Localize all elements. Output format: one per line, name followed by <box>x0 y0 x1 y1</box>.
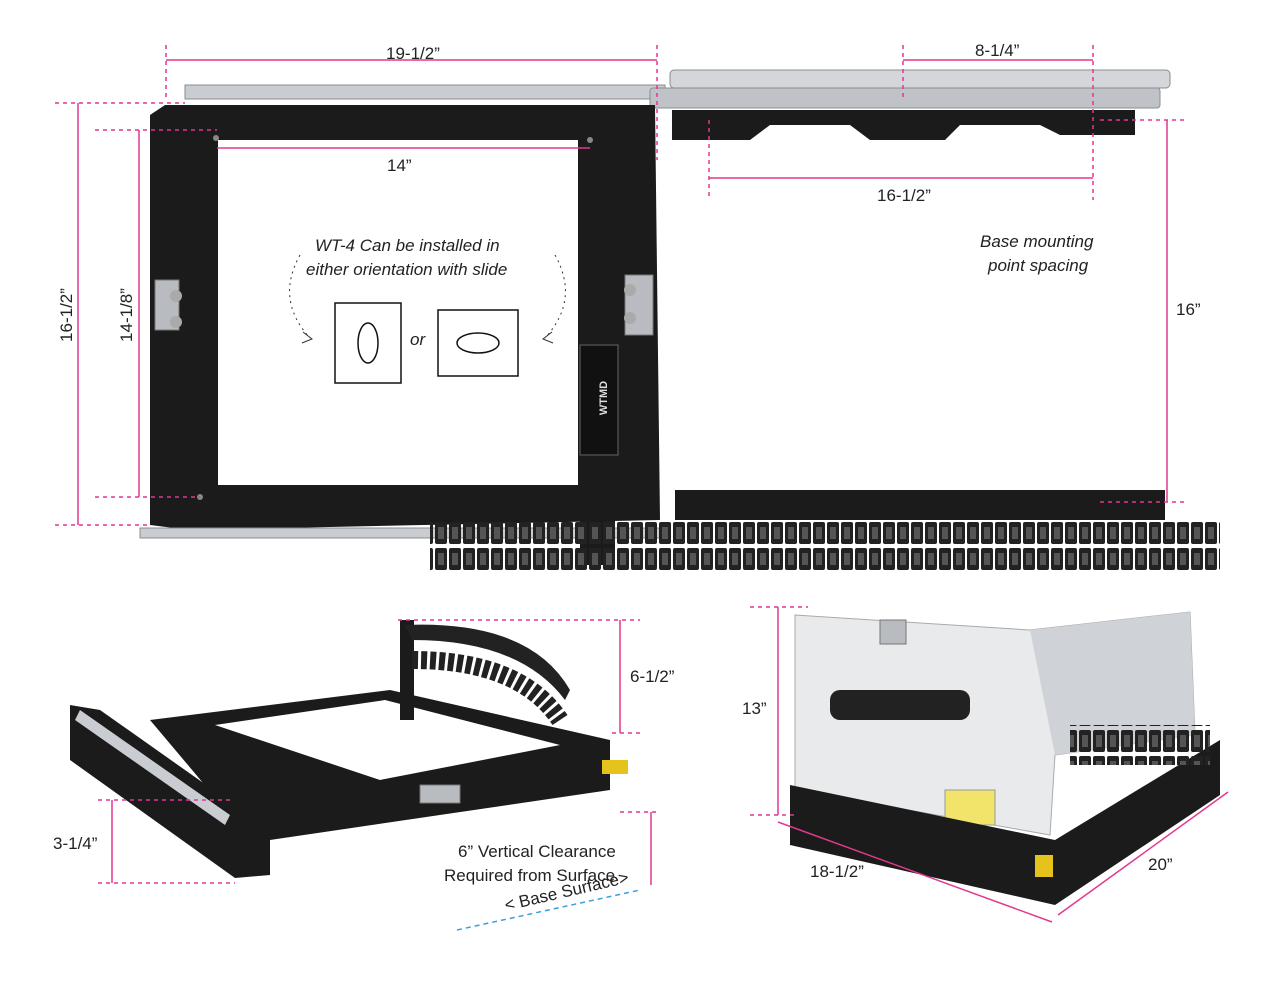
cable-chain-top <box>430 522 1220 570</box>
dimension-label-base-top: 8-1/4” <box>975 41 1020 60</box>
orientation-arrow-left <box>289 254 313 344</box>
dimension-label-installed-depth: 18-1/2” <box>810 862 864 881</box>
installed-base <box>790 725 1220 905</box>
orientation-or-label: or <box>410 330 426 349</box>
dimension-label-upright: 6-1/2” <box>630 667 675 686</box>
dimension-label-inner-height: 14-1/8” <box>116 288 136 342</box>
dimension-label-base-rail: 16-1/2” <box>877 186 931 205</box>
orientation-icon-vertical <box>334 302 402 384</box>
top-rail-slide <box>184 69 1171 109</box>
dimension-label-installed-width: 20” <box>1148 855 1173 874</box>
orientation-arrow-right <box>542 254 566 344</box>
dimension-label-overall-width: 19-1/2” <box>386 44 440 63</box>
base-mounting-note-line2: point spacing <box>988 256 1089 275</box>
clearance-note-line2: Required from Surface <box>444 866 616 885</box>
dimension-label-rail-height: 3-1/4” <box>53 834 98 853</box>
base-surface-line <box>456 889 641 931</box>
base-mounting-note-line1: Base mounting <box>980 232 1094 251</box>
orientation-note-line2: either orientation with slide <box>306 260 508 279</box>
side-view-frame <box>70 690 628 878</box>
dimension-label-overall-height: 16-1/2” <box>56 288 76 342</box>
base-plate-top <box>672 110 1135 140</box>
side-view-upright <box>400 620 570 726</box>
dimension-lines-top <box>55 45 1185 526</box>
dimension-label-installed-height: 13” <box>742 699 767 718</box>
clearance-note-line1: 6” Vertical Clearance <box>458 842 616 861</box>
orientation-note-line1: WT-4 Can be installed in <box>315 236 500 255</box>
bottom-rail-slide <box>139 490 1165 565</box>
dimension-label-base-height: 16” <box>1176 300 1201 319</box>
dimension-label-inner-width: 14” <box>387 156 412 175</box>
orientation-icon-horizontal <box>437 309 519 377</box>
brand-logo-text: WTMD <box>598 380 611 416</box>
dimension-lines-installed <box>750 606 1229 923</box>
dimension-lines-side <box>98 619 660 885</box>
